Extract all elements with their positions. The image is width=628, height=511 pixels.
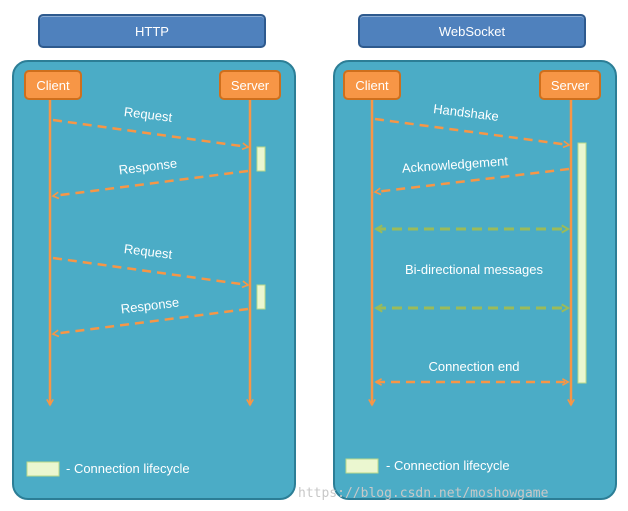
ws-ack-arrow <box>375 167 570 192</box>
http-legend-label: - Connection lifecycle <box>66 461 190 476</box>
ws-server-box: Server <box>539 70 601 100</box>
ws-ack-label: Acknowledgement <box>401 153 508 175</box>
http-title: HTTP <box>38 14 266 48</box>
http-response-label-1: Response <box>118 155 178 177</box>
http-response-arrow-2 <box>53 307 249 334</box>
http-legend-swatch <box>26 461 60 477</box>
ws-bidirectional-label: Bi-directional messages <box>405 262 544 277</box>
http-response-label-2: Response <box>120 294 180 316</box>
ws-client-box: Client <box>343 70 401 100</box>
http-panel <box>12 60 296 500</box>
http-lifecycle-bar-2 <box>256 284 266 310</box>
http-lifecycle-bar-1 <box>256 146 266 172</box>
http-response-arrow-1 <box>53 169 249 196</box>
http-request-label-1: Request <box>123 104 173 125</box>
watermark: https://blog.csdn.net/moshowgame <box>298 486 549 501</box>
http-server-box: Server <box>219 70 281 100</box>
http-client-box: Client <box>24 70 82 100</box>
http-request-arrow-1 <box>52 118 248 147</box>
websocket-title: WebSocket <box>358 14 586 48</box>
http-request-label-2: Request <box>123 241 173 262</box>
ws-connection-end-label: Connection end <box>428 359 519 374</box>
websocket-panel <box>333 60 617 500</box>
ws-handshake-arrow <box>374 117 569 145</box>
ws-lifecycle-bar <box>577 142 587 384</box>
http-request-arrow-2 <box>52 256 248 285</box>
ws-legend-swatch <box>345 458 379 474</box>
ws-handshake-label: Handshake <box>433 101 500 124</box>
ws-legend-label: - Connection lifecycle <box>386 458 510 473</box>
